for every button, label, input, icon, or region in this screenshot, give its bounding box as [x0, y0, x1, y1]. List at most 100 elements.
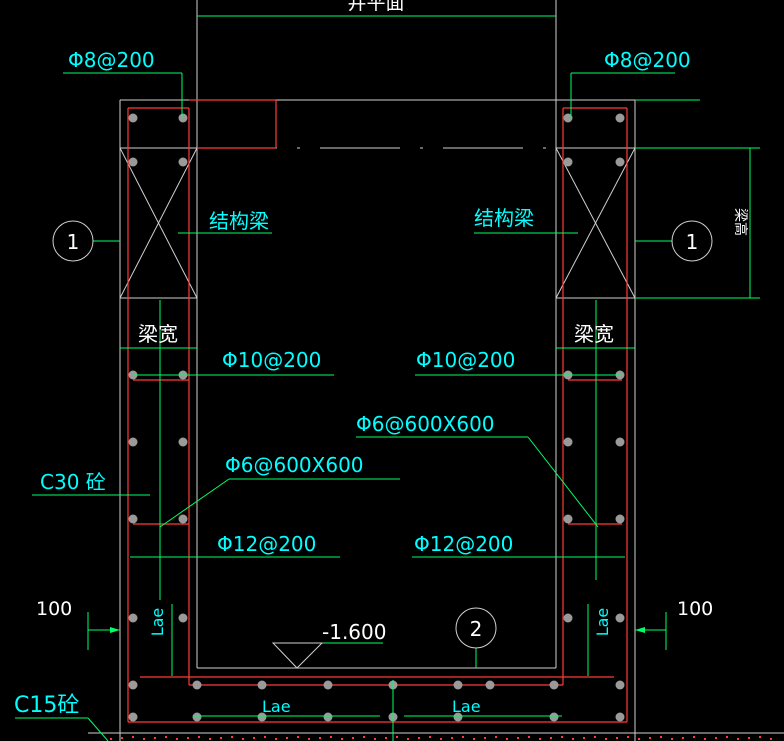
rebar-dot: [453, 680, 463, 690]
dim-arrow-right: [635, 627, 645, 633]
hatch-dot: [297, 736, 299, 738]
hatch-dot: [418, 737, 420, 739]
hatch-dot: [506, 738, 508, 740]
hatch-dot: [385, 737, 387, 739]
hatch-dot: [341, 738, 343, 740]
rebar-dot: [178, 437, 188, 447]
drawing-labels: 井平面 Φ8@200 Φ8@200 结构梁 结构梁 梁高 1 1 梁宽 梁宽 Φ…: [14, 0, 749, 718]
hatch-dot: [693, 736, 695, 738]
hatch-dot: [550, 737, 552, 739]
rebar-dot: [563, 613, 573, 623]
section-circle-right: [671, 220, 713, 262]
hatch-dot: [176, 738, 178, 740]
section-1-left-label: 1: [67, 230, 80, 254]
beam-right-label: 结构梁: [474, 206, 534, 230]
lae-bottom-left-label: Lae: [262, 697, 291, 716]
rebar-dot: [128, 680, 138, 690]
beam-left-label: 结构梁: [209, 209, 269, 233]
rebar-dot: [178, 613, 188, 623]
hatch-dot: [121, 737, 123, 739]
hatch-dot: [187, 737, 189, 739]
hatch-dot: [748, 737, 750, 739]
hatch-dot: [759, 736, 761, 738]
rebar-dot: [257, 712, 267, 722]
rebar-dot: [128, 370, 138, 380]
hatch-dot: [539, 738, 541, 740]
hatch-dot: [330, 736, 332, 738]
hatch-dot: [110, 738, 112, 740]
hatch-dot: [154, 737, 156, 739]
rebar-dot: [178, 113, 188, 123]
hatch-dot: [209, 738, 211, 740]
rebar-dot: [549, 680, 559, 690]
hatch-dot: [627, 736, 629, 738]
hatch-dot: [165, 736, 167, 738]
rebar-dot: [192, 680, 202, 690]
rebar-12-left-label: Φ12@200: [217, 532, 316, 556]
rebar-dot: [178, 157, 188, 167]
hatch-dot: [572, 738, 574, 740]
rebar-dot: [615, 514, 625, 524]
rebar-dot: [178, 514, 188, 524]
rebar-dot: [615, 157, 625, 167]
hatch-dot: [374, 738, 376, 740]
section-circle-left: [52, 220, 94, 262]
hatch-dot: [605, 738, 607, 740]
hatch-dot: [275, 738, 277, 740]
hatch-dot: [528, 736, 530, 738]
concrete-c15-label: C15砼: [14, 693, 79, 718]
hatch-dot: [704, 738, 706, 740]
rebar-dot: [549, 712, 559, 722]
rebar-10-left-label: Φ10@200: [222, 348, 321, 372]
rebar-dot: [257, 680, 267, 690]
concrete-outline: [88, 0, 784, 741]
elevation-marker: [271, 642, 324, 669]
hatch-dot: [308, 738, 310, 740]
lae-wall-right-label: Lae: [593, 608, 612, 637]
hatch-dot: [451, 737, 453, 739]
hatch-dot: [660, 736, 662, 738]
rebar-dot: [128, 113, 138, 123]
hatch-dot: [770, 738, 772, 740]
stirrup-left-label: Φ6@600X600: [225, 453, 364, 477]
rebar-dot: [563, 437, 573, 447]
stirrup-right-label: Φ6@600X600: [356, 412, 495, 436]
hatch-dot: [726, 736, 728, 738]
rebar-lines: [127, 99, 628, 723]
rebar-dot: [615, 113, 625, 123]
elevation-label: -1.600: [322, 620, 386, 644]
rebar-dot: [563, 157, 573, 167]
rebar-top-right-label: Φ8@200: [604, 48, 691, 72]
hatch-dot: [594, 736, 596, 738]
section-1-right-label: 1: [686, 230, 699, 254]
concrete-c30-label: C30 砼: [40, 470, 106, 494]
hatch-dot: [517, 737, 519, 739]
hatch-dot: [319, 737, 321, 739]
rebar-dot: [485, 680, 495, 690]
hatch-dot: [737, 738, 739, 740]
rebar-dot: [615, 613, 625, 623]
hatch-dot: [616, 737, 618, 739]
section-2-label: 2: [470, 617, 483, 641]
rebar-dot: [323, 712, 333, 722]
lae-wall-left-label: Lae: [148, 608, 167, 637]
hatch-dot: [462, 736, 464, 738]
top-plan-label: 井平面: [347, 0, 404, 14]
hatch-dot: [583, 737, 585, 739]
rebar-12-right-label: Φ12@200: [414, 532, 513, 556]
rebar-dot: [192, 712, 202, 722]
beam-height-label: 梁高: [732, 208, 749, 236]
rebar-dot: [563, 113, 573, 123]
c15-hatch: [110, 736, 772, 740]
rebar-dot: [128, 157, 138, 167]
hatch-dot: [682, 737, 684, 739]
rebar-dot: [128, 712, 138, 722]
rebar-10-right-label: Φ10@200: [416, 348, 515, 372]
rebar-dot: [128, 514, 138, 524]
hatch-dot: [198, 736, 200, 738]
dim-100-left-label: 100: [36, 598, 72, 620]
hatch-dot: [352, 737, 354, 739]
leader-lines: [15, 72, 760, 741]
hatch-dot: [220, 737, 222, 739]
hatch-dot: [715, 737, 717, 739]
